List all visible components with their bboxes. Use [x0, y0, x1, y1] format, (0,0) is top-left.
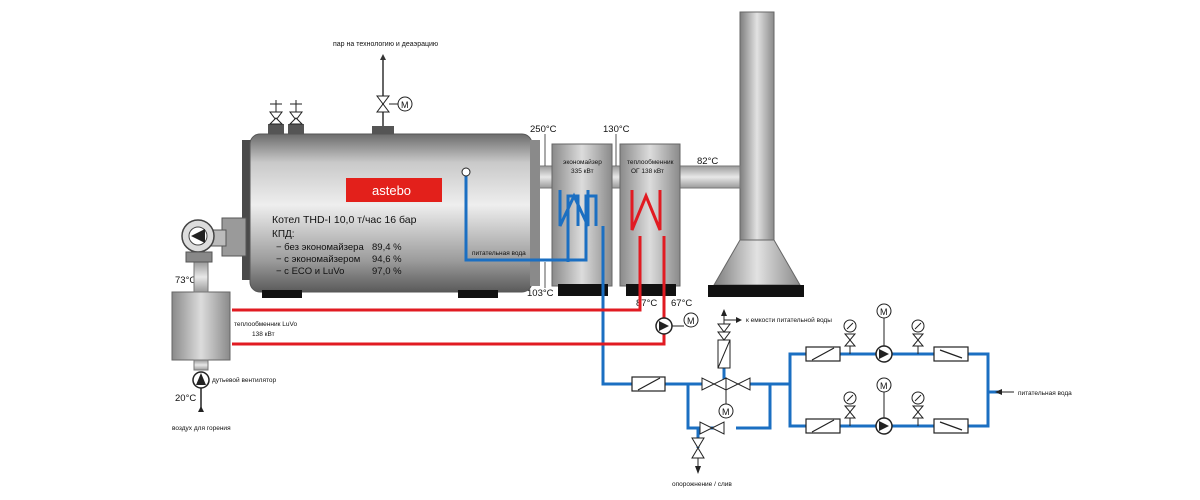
feed-tank-vent: [717, 309, 742, 369]
kpd-row-label: − без экономайзера: [276, 242, 364, 253]
arrow-left-icon: [995, 389, 1002, 395]
temp-103: 103°C: [527, 288, 554, 299]
temp-73: 73°C: [175, 275, 196, 286]
luvo-title: теплообменник LuVo: [234, 320, 297, 328]
steam-outlet-label: пар на технологию и деаэрацию: [333, 41, 438, 48]
feed-tank-label: к емкости питательной воды: [746, 316, 832, 324]
temp-20: 20°C: [175, 393, 196, 404]
pressure-gauge-icon: [911, 319, 925, 354]
svg-text:M: M: [687, 316, 695, 326]
arrow-up-icon: [380, 54, 386, 60]
check-valve-icon: [631, 376, 666, 392]
pressure-gauge-icon: [911, 391, 925, 426]
kpd-row-label: − с ECO и LuVo: [276, 266, 344, 277]
arrow-up-icon: [198, 406, 204, 412]
flue-gas-heat-exchanger: теплообменник ОГ 138 кВт: [619, 143, 681, 296]
svg-text:M: M: [401, 100, 409, 110]
check-valve-icon: [805, 346, 841, 362]
svg-text:M: M: [880, 307, 888, 317]
arrow-right-icon: [736, 317, 742, 323]
brand-logo: astebo: [372, 183, 411, 198]
filter-icon: [933, 346, 969, 362]
feed-pump: M: [875, 303, 893, 363]
kpd-title: КПД:: [272, 229, 295, 240]
arrow-up-icon: [721, 309, 727, 316]
motor-icon: [718, 403, 734, 419]
svg-text:M: M: [722, 407, 730, 417]
heat-exchanger-og-power: ОГ 138 кВт: [631, 168, 664, 175]
safety-valve-icon: [268, 100, 284, 134]
feed-water-in-label: питательная вода: [1018, 390, 1072, 397]
steam-outlet-valve: M: [372, 54, 413, 134]
heat-exchanger-og-title: теплообменник: [627, 158, 674, 166]
motor-icon: [683, 312, 699, 328]
svg-text:M: M: [880, 381, 888, 391]
temp-87: 87°C: [636, 298, 657, 309]
luvo-power: 138 кВт: [252, 331, 275, 338]
motor-control-valve: M: [701, 377, 751, 419]
combustion-air-label: воздух для горения: [172, 425, 231, 432]
temp-82: 82°C: [697, 156, 718, 167]
arrow-down-icon: [695, 466, 701, 474]
feed-water-boiler-label: питательная вода: [472, 250, 526, 257]
boiler: astebo Котел THD-I 10,0 т/час 16 бар КПД…: [242, 133, 540, 298]
chimney: [708, 11, 804, 297]
pressure-gauge-icon: [843, 319, 857, 354]
blower-fan: [192, 371, 210, 412]
kpd-row-value: 89,4 %: [372, 242, 402, 253]
motor-icon: [876, 303, 892, 319]
burner: [181, 217, 247, 263]
kpd-row-value: 94,6 %: [372, 254, 402, 265]
brand-plate: [346, 178, 442, 202]
temp-130: 130°C: [603, 124, 630, 135]
boiler-title: Котел THD-I 10,0 т/час 16 бар: [272, 214, 417, 226]
filter-icon: [933, 418, 969, 434]
economizer-title: экономайзер: [563, 158, 602, 166]
kpd-row-label: − с экономайзером: [276, 254, 360, 265]
feed-pump: M: [875, 377, 893, 435]
kpd-row-value: 97,0 %: [372, 266, 402, 277]
circulation-pump: M: [655, 312, 699, 335]
temp-67: 67°C: [671, 298, 692, 309]
pressure-gauge-icon: [843, 391, 857, 426]
temp-250: 250°C: [530, 124, 557, 135]
air-duct: [193, 261, 209, 371]
drain-label: опорожнение / слив: [672, 481, 732, 488]
feed-water-inlet: [461, 167, 471, 177]
check-valve-icon: [805, 418, 841, 434]
safety-valve-icon: [288, 100, 304, 134]
economizer-power: 335 кВт: [571, 168, 594, 175]
gate-valve-icon: [691, 421, 725, 474]
economizer-coil: [558, 190, 590, 227]
motor-icon: [397, 96, 413, 112]
heating-loop: [232, 190, 666, 346]
motor-icon: [876, 377, 892, 393]
blower-label: дутьевой вентилятор: [212, 376, 276, 384]
fan-icon: [191, 229, 205, 243]
luvo-heat-exchanger: теплообменник LuVo 138 кВт: [171, 291, 297, 361]
